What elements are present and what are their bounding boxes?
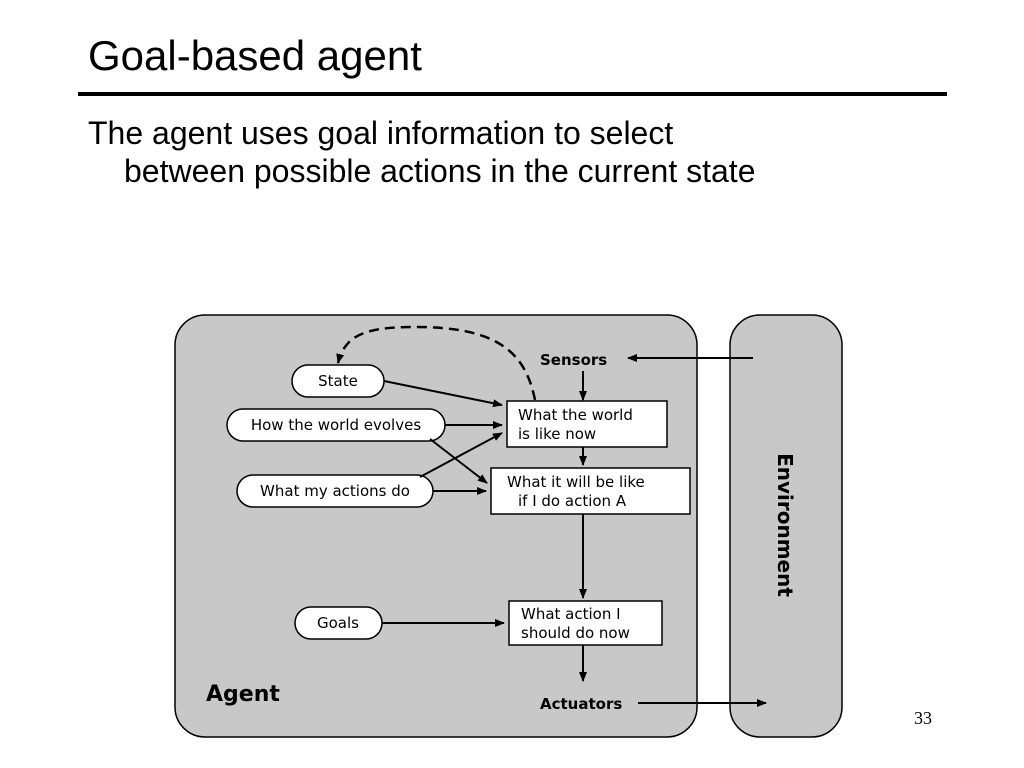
slide-body-text: The agent uses goal information to selec… (88, 114, 948, 190)
evolves-to-will-be-arrow (429, 438, 488, 484)
agent-label: Agent (206, 682, 280, 707)
action-now-box (508, 600, 663, 646)
world-evolves-label: How the world evolves (251, 416, 422, 434)
agent-panel (174, 314, 698, 738)
state-label: State (318, 372, 358, 390)
actions-do-label: What my actions do (260, 482, 410, 500)
slide-title: Goal-based agent (88, 32, 422, 79)
action-now-line-2: should do now (521, 624, 630, 642)
actuators-label: Actuators (540, 695, 622, 713)
title-rule (78, 92, 947, 96)
will-be-like-box (490, 467, 691, 515)
goal-based-agent-diagram: Environment Sensors State How the world … (174, 314, 843, 738)
sensors-label: Sensors (540, 351, 607, 369)
environment-label: Environment (773, 453, 797, 597)
action-now-line-1: What action I (521, 605, 621, 623)
goals-label: Goals (317, 614, 359, 632)
page-number: 33 (914, 708, 932, 728)
state-to-world-arrow (383, 380, 503, 408)
actions-to-world-arrow (419, 432, 503, 478)
body-line-2: between possible actions in the current … (124, 153, 756, 189)
state-feedback-arrow (336, 325, 537, 401)
environment-panel (729, 314, 843, 738)
world-now-box (506, 400, 668, 448)
world-now-line-1: What the world (518, 406, 633, 424)
body-line-1: The agent uses goal information to selec… (88, 115, 674, 151)
will-be-like-line-1: What it will be like (507, 473, 645, 491)
world-now-line-2: is like now (518, 425, 596, 443)
will-be-like-line-2: if I do action A (518, 492, 627, 510)
